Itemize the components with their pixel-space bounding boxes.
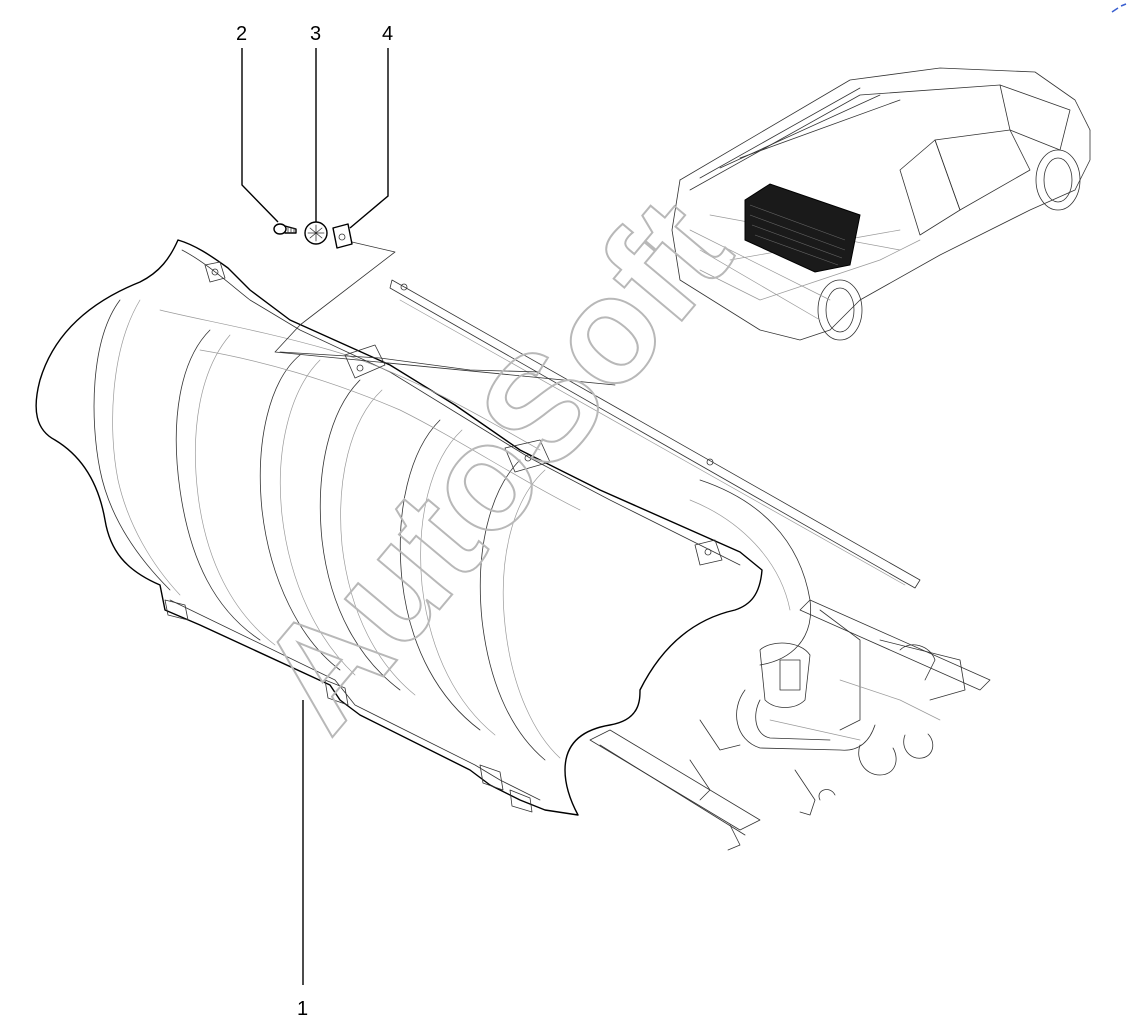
corner-mark-icon [1111, 3, 1127, 13]
heat-shield-part-1 [35, 239, 763, 816]
exhaust-system-drawing [389, 279, 991, 851]
bolt-icon [273, 223, 297, 235]
callout-2: 2 [236, 23, 247, 45]
callout-4: 4 [382, 23, 393, 45]
car-silhouette-icon [671, 67, 1091, 341]
callout-3: 3 [310, 23, 321, 45]
washer-icon [304, 221, 328, 245]
callout-1: 1 [297, 998, 308, 1020]
assembly-lines [274, 241, 616, 386]
leader-lines [241, 48, 389, 985]
clip-nut-icon [332, 223, 353, 249]
watermark: AutoSoft [226, 168, 762, 761]
